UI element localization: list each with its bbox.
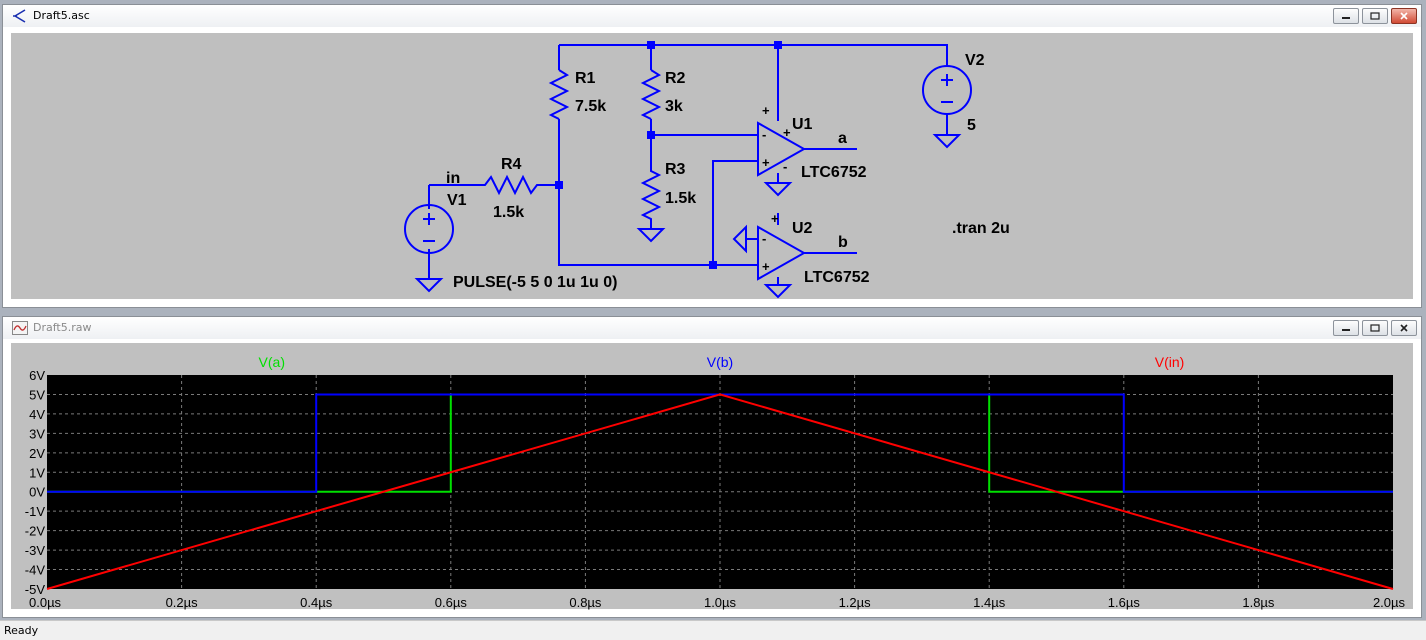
x-tick-label: 0.6µs [435,595,468,610]
restore-button[interactable] [1362,8,1388,24]
r1-name: R1 [575,70,596,87]
x-tick-label: 0.2µs [166,595,199,610]
schematic-window[interactable]: Draft5.asc [2,4,1422,308]
waveform-plot[interactable]: 0.0µs 0.2µs 0.4µs 0.6µs 0.8µs 1.0µs 1.2µs 1.4µs… [11,343,1415,611]
u2-model: LTC6752 [804,269,870,286]
y-tick-label: 6V [29,368,45,383]
ltspice-component-icon [13,9,26,23]
legend-label[interactable]: V(b) [707,354,733,370]
waveform-minimize-button[interactable] [1333,320,1359,336]
v2-value: 5 [967,117,976,134]
x-tick-label: 1.8µs [1242,595,1275,610]
y-tick-label: 1V [29,465,45,480]
waveform-title-bar[interactable]: Draft5.raw [3,317,1421,339]
waveform-pane[interactable]: 0.0µs 0.2µs 0.4µs 0.6µs 0.8µs 1.0µs 1.2µs 1.4µs… [11,343,1415,611]
y-tick-label: -2V [25,524,46,539]
status-text: Ready [4,624,39,637]
r1-value: 7.5k [575,98,606,115]
y-tick-label: -5V [25,582,46,597]
minimize-button[interactable] [1333,8,1359,24]
x-tick-label: 1.4µs [973,595,1006,610]
y-tick-label: 4V [29,407,45,422]
v1-name: V1 [447,192,467,209]
u2-name: U2 [792,220,813,237]
y-tick-label: 0V [29,485,45,500]
u2-supply-plus: + [771,211,779,226]
y-tick-label: 2V [29,446,45,461]
restore-icon [1370,12,1380,20]
u2-noninverting-pin-label: + [762,259,770,274]
v1-value: PULSE(-5 5 0 1u 1u 0) [453,274,618,291]
net-label-b: b [838,234,848,251]
r4-name: R4 [501,156,522,173]
x-tick-label: 1.6µs [1108,595,1141,610]
x-tick-label: 1.0µs [704,595,737,610]
plot-area[interactable] [47,375,1393,589]
u1-inverting-pin-label: - [762,127,766,142]
trace-v-in[interactable] [46,393,1394,590]
r3-name: R3 [665,161,686,178]
schematic-title-bar[interactable]: Draft5.asc [3,5,1421,27]
net-label-in: in [446,170,460,187]
x-tick-label: 0.8µs [569,595,602,610]
minimize-icon [1342,329,1350,331]
u2-inverting-pin-label: - [762,231,766,246]
r4-value: 1.5k [493,204,524,221]
close-icon [1400,324,1408,332]
u1-pin-plus-label: + [783,125,791,140]
r3-value: 1.5k [665,190,696,207]
x-tick-label: 0.4µs [300,595,333,610]
waveform-restore-button[interactable] [1362,320,1388,336]
restore-icon [1370,324,1380,332]
u1-supply-minus: - [783,159,787,174]
schematic-title: Draft5.asc [33,9,90,22]
waveform-window[interactable]: Draft5.raw 0.0µs 0.2µs 0.4µs 0.6µs 0.8µs 1.0µ… [2,316,1422,618]
status-bar: Ready [0,620,1426,640]
minimize-icon [1342,17,1350,19]
schematic-diagram[interactable]: R1 7.5k R2 3k R3 1.5k R4 1.5k V1 PULSE(-… [11,33,1413,301]
x-tick-label: 0.0µs [29,595,62,610]
legend-label[interactable]: V(a) [259,354,285,370]
close-icon [1400,12,1408,20]
y-tick-label: -1V [25,504,46,519]
x-tick-label: 2.0µs [1373,595,1406,610]
r2-name: R2 [665,70,686,87]
y-tick-label: -4V [25,563,46,578]
close-button[interactable] [1391,8,1417,24]
waveform-icon [12,321,28,335]
u1-noninverting-pin-label: + [762,155,770,170]
y-tick-label: -3V [25,543,46,558]
legend-label[interactable]: V(in) [1155,354,1185,370]
tran-directive: .tran 2u [952,220,1010,237]
u1-model: LTC6752 [801,164,867,181]
net-label-a: a [838,130,847,147]
v2-name: V2 [965,52,985,69]
schematic-canvas[interactable]: R1 7.5k R2 3k R3 1.5k R4 1.5k V1 PULSE(-… [11,33,1413,299]
waveform-title: Draft5.raw [33,321,92,334]
u1-supply-plus: + [762,103,770,118]
x-tick-label: 1.2µs [839,595,872,610]
waveform-close-button[interactable] [1391,320,1417,336]
u1-name: U1 [792,116,813,133]
y-tick-label: 5V [29,387,45,402]
r2-value: 3k [665,98,683,115]
y-tick-label: 3V [29,426,45,441]
